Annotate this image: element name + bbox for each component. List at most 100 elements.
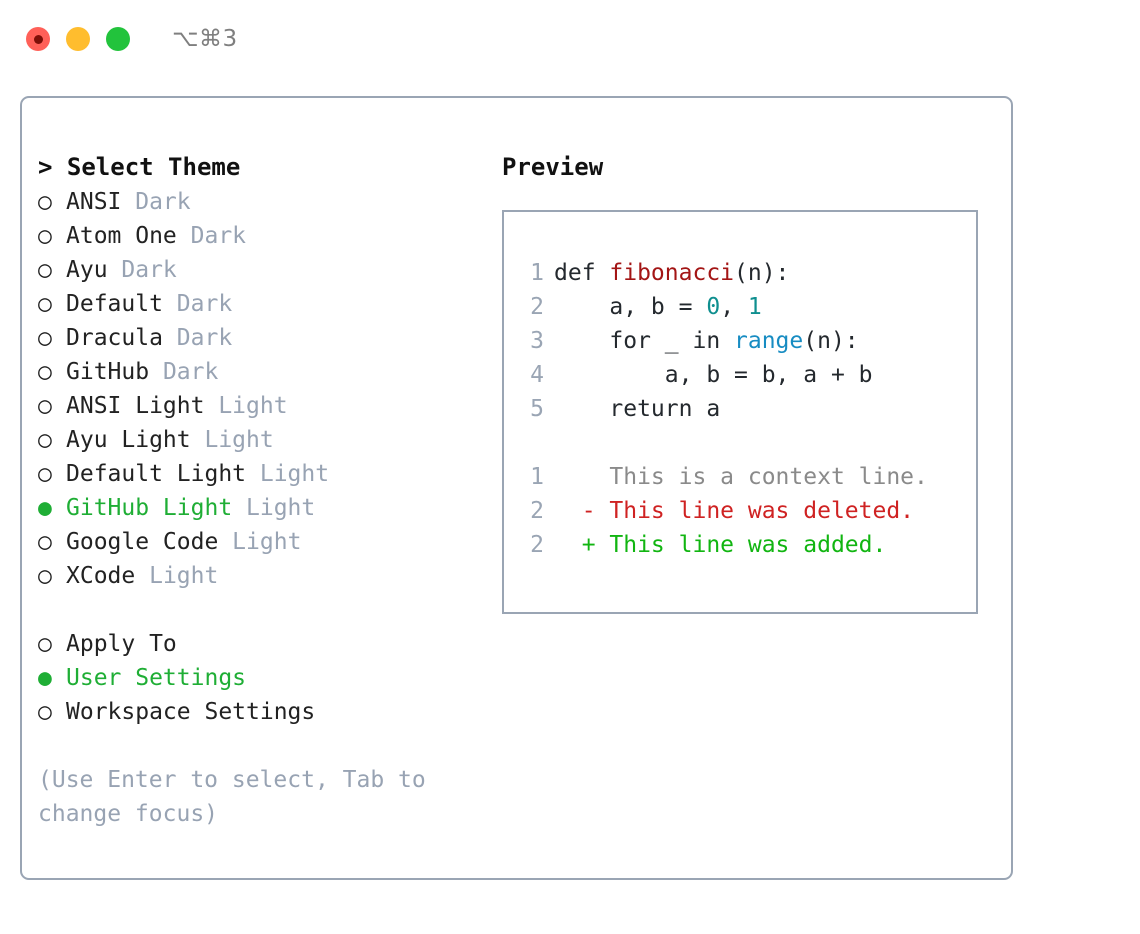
traffic-lights: [26, 27, 130, 51]
keyboard-hint: (Use Enter to select, Tab to change focu…: [38, 767, 440, 827]
diff-line-del: 2 - This line was deleted.: [522, 494, 976, 528]
theme-option-category: Dark: [107, 257, 177, 283]
diff-line-context: 1 This is a context line.: [522, 460, 976, 494]
theme-option-label: Ayu Light: [66, 427, 191, 453]
code-sample: 1 def fibonacci (n): 2 a, b = 0, 1 3 for _ i…: [522, 256, 976, 426]
select-theme-heading: > Select Theme: [38, 153, 241, 181]
theme-option-category: Light: [135, 563, 219, 589]
spacer: [38, 593, 478, 627]
diff-sign: [554, 464, 596, 490]
apply-to-heading-label: Apply To: [66, 631, 177, 657]
code-token-plain: ,: [720, 294, 748, 320]
apply-to-option-label: User Settings: [66, 665, 247, 691]
code-line: 2 a, b = 0, 1: [522, 290, 976, 324]
theme-option[interactable]: ○Atom One Dark: [38, 219, 478, 253]
theme-option-label: GitHub: [66, 359, 150, 385]
apply-to-option[interactable]: ○ Workspace Settings: [38, 695, 478, 729]
code-line: 5 return a: [522, 392, 976, 426]
theme-option-label: GitHub Light: [66, 495, 233, 521]
theme-option-category: Light: [190, 427, 274, 453]
theme-option[interactable]: ○ ANSI Dark: [38, 185, 478, 219]
code-token-func: fibonacci: [609, 260, 735, 286]
theme-option-category: Dark: [149, 359, 219, 385]
theme-option[interactable]: ○Default Light Light: [38, 457, 478, 491]
theme-option[interactable]: ○ GitHub Dark: [38, 355, 478, 389]
theme-selection-pane: > Select Theme ○ANSI Dark○Atom One Dark○…: [38, 150, 478, 831]
code-token-call: range: [734, 328, 804, 354]
code-token-num: 1: [747, 294, 762, 320]
close-icon: [33, 34, 43, 44]
minimize-window-button[interactable]: [66, 27, 90, 51]
code-token-num: 0: [706, 294, 721, 320]
diff-text: This line was added.: [595, 532, 887, 558]
theme-option[interactable]: ○Default Dark: [38, 287, 478, 321]
apply-to-heading: ○ Apply To: [38, 627, 478, 661]
line-number: 5: [530, 396, 544, 422]
diff-sign: +: [554, 532, 596, 558]
theme-option-label: Atom One: [66, 223, 177, 249]
radio-unselected-icon: ○: [38, 699, 52, 725]
theme-option-label: Default Light: [66, 461, 247, 487]
apply-to-option-label: Workspace Settings: [66, 699, 316, 725]
theme-option-category: Light: [204, 393, 288, 419]
diff-line-add: 2 + This line was added.: [522, 528, 976, 562]
theme-option-category: Dark: [121, 189, 191, 215]
maximize-window-button[interactable]: [106, 27, 130, 51]
panes: > Select Theme ○ANSI Dark○Atom One Dark○…: [22, 98, 1011, 878]
apply-to-option[interactable]: ● User Settings: [38, 661, 478, 695]
code-token-plain: for _ in: [554, 328, 735, 354]
theme-option-category: Dark: [162, 325, 233, 351]
apply-to-list[interactable]: ● User Settings ○ Workspace Settings: [38, 661, 478, 729]
line-number: 4: [530, 362, 544, 388]
theme-option[interactable]: ○Ayu Dark: [38, 253, 478, 287]
line-number: 3: [530, 328, 544, 354]
theme-option[interactable]: ●GitHub Light Light: [38, 491, 478, 525]
line-number: 2: [530, 294, 544, 320]
code-token-plain: (n):: [803, 328, 859, 354]
code-token-plain: def: [554, 260, 610, 286]
theme-option-label: XCode: [66, 563, 136, 589]
line-number: 2: [530, 532, 544, 558]
theme-option[interactable]: ○Ayu Light Light: [38, 423, 478, 457]
theme-option-label: Ayu: [66, 257, 108, 283]
preview-box: 1 def fibonacci (n): 2 a, b = 0, 1 3 for _ i…: [502, 210, 978, 614]
radio-unselected-icon: ○: [38, 359, 52, 385]
radio-unselected-icon: ○: [38, 189, 52, 215]
theme-option[interactable]: ○ Google Code Light: [38, 525, 478, 559]
line-number: 2: [530, 498, 544, 524]
code-token-plain: a, b =: [554, 294, 707, 320]
theme-option-label: ANSI: [66, 189, 122, 215]
diff-text: This line was deleted.: [595, 498, 915, 524]
theme-option-label: ANSI Light: [66, 393, 205, 419]
line-number: 1: [530, 464, 544, 490]
diff-sample: 1 This is a context line.2 - This line w…: [522, 460, 976, 562]
close-window-button[interactable]: [26, 27, 50, 51]
code-token-plain: a, b = b, a + b: [554, 362, 873, 388]
radio-unselected-icon: ○: [38, 223, 52, 249]
keyboard-shortcut-label: ⌥⌘3: [172, 26, 238, 52]
theme-option[interactable]: ○ ANSI Light Light: [38, 389, 478, 423]
code-line: 4 a, b = b, a + b: [522, 358, 976, 392]
theme-option[interactable]: ○Dracula Dark: [38, 321, 478, 355]
diff-text: This is a context line.: [595, 464, 928, 490]
radio-unselected-icon: ○: [38, 563, 52, 589]
spacer: [522, 426, 976, 460]
title-bar: ⌥⌘3: [0, 0, 1140, 78]
radio-unselected-icon: ○: [38, 393, 52, 419]
theme-option-category: Dark: [162, 291, 233, 317]
marker-placeholder: ○: [38, 631, 52, 657]
dialog-card: > Select Theme ○ANSI Dark○Atom One Dark○…: [20, 96, 1013, 880]
theme-option-category: Light: [232, 495, 316, 521]
theme-option-label: Google Code: [66, 529, 219, 555]
theme-option[interactable]: ○ XCode Light: [38, 559, 478, 593]
radio-selected-icon: ●: [38, 665, 52, 691]
theme-list[interactable]: ○ANSI Dark○Atom One Dark○Ayu Dark○Defaul…: [38, 185, 478, 593]
line-number: 1: [530, 260, 544, 286]
theme-option-label: Default: [66, 291, 163, 317]
theme-option-label: Dracula: [66, 325, 163, 351]
preview-heading: Preview: [502, 153, 604, 181]
theme-option-category: Light: [218, 529, 302, 555]
radio-unselected-icon: ○: [38, 529, 52, 555]
